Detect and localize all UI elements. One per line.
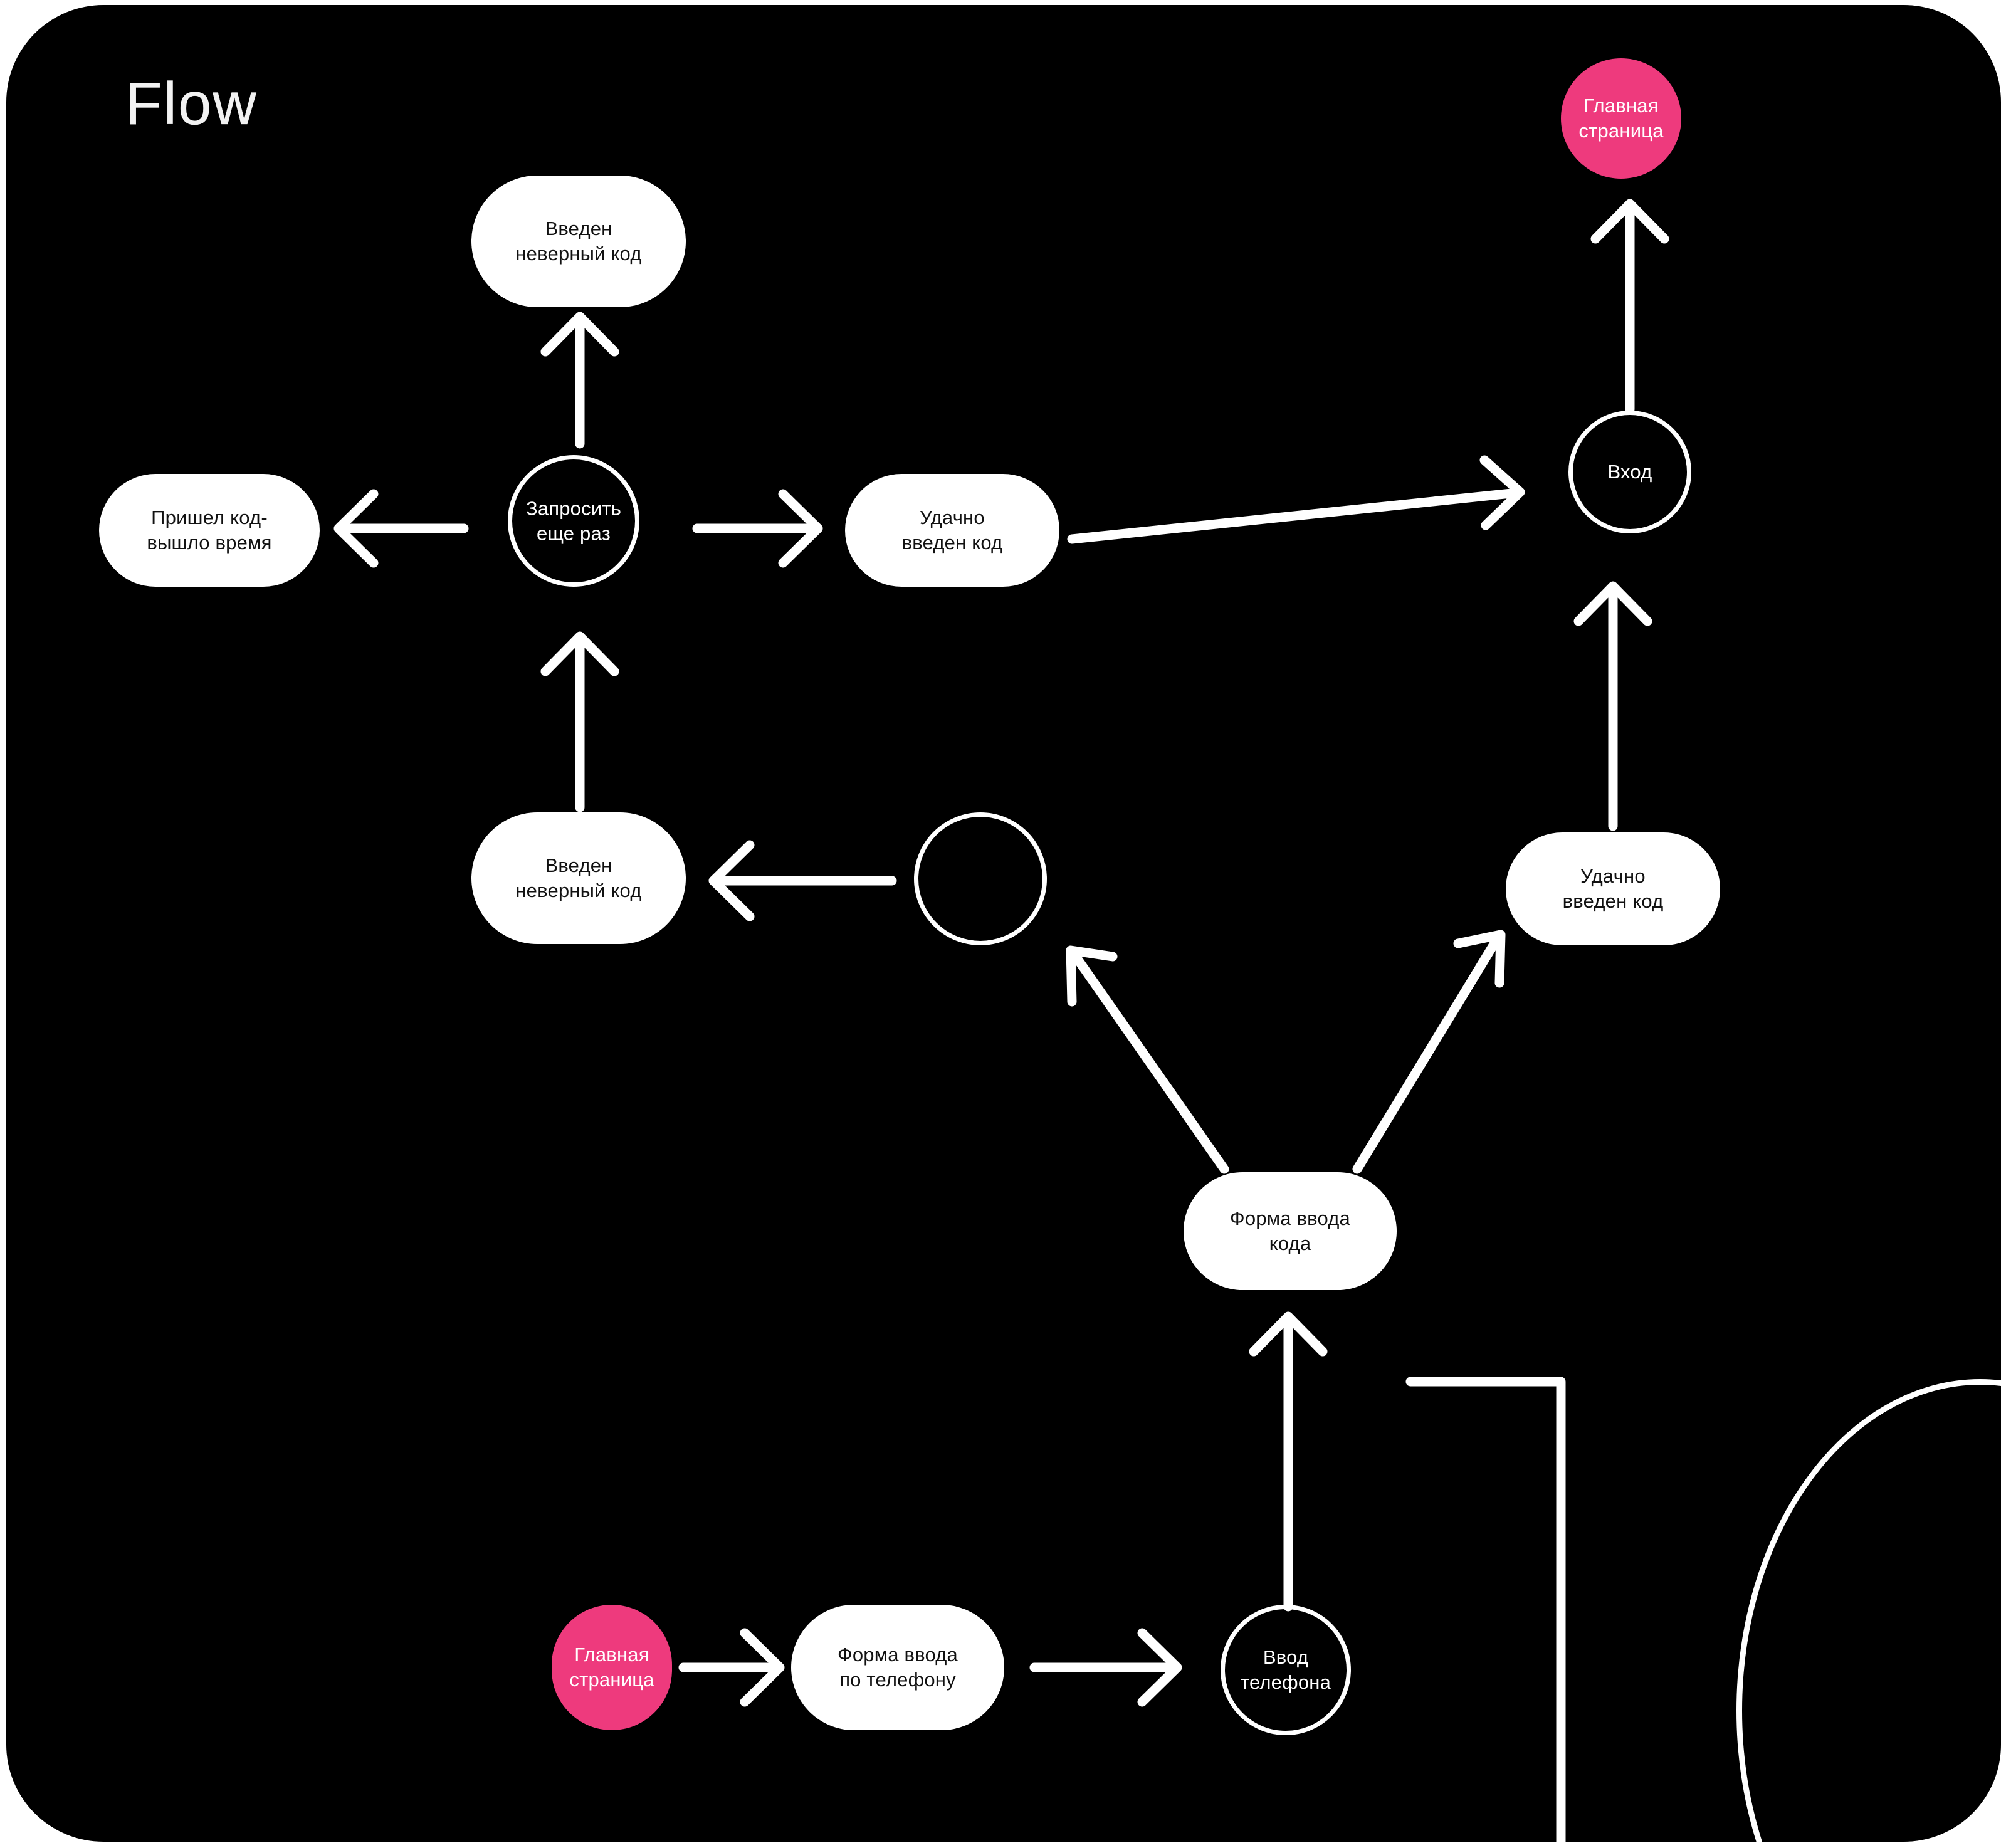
edge-elbow-offscreen xyxy=(1405,1377,1566,1842)
node-label: Главная страница xyxy=(569,1644,654,1691)
edge-code-ok-top-to-login xyxy=(1067,455,1525,544)
node-label: Введен неверный код xyxy=(515,218,642,265)
node-label: Главная страница xyxy=(1578,95,1664,142)
node-label: Запросить еще раз xyxy=(525,497,622,544)
edge-code-ok-right-to-login xyxy=(1573,581,1652,831)
node-home-top[interactable]: Главная страница xyxy=(1561,58,1681,179)
node-code-form[interactable]: Форма ввода кода xyxy=(1184,1172,1397,1290)
node-label: Введен неверный код xyxy=(515,854,642,901)
node-label: Форма ввода по телефону xyxy=(838,1644,958,1691)
edge-wrong-code-mid-to-request-again xyxy=(540,631,619,812)
node-code-expired[interactable]: Пришел код- вышло время xyxy=(99,474,320,587)
node-wrong-code-top[interactable]: Введен неверный код xyxy=(471,176,686,307)
edge-request-again-to-code-expired xyxy=(333,489,469,568)
edge-code-form-to-unnamed-check xyxy=(1066,945,1229,1174)
edge-phone-form-to-phone-input xyxy=(1029,1628,1182,1707)
node-wrong-code-mid[interactable]: Введен неверный код xyxy=(471,812,686,944)
node-code-ok-top[interactable]: Удачно введен код xyxy=(845,474,1059,587)
node-phone-form[interactable]: Форма ввода по телефону xyxy=(791,1605,1004,1730)
edge-phone-input-to-code-form xyxy=(1249,1311,1328,1612)
flow-canvas[interactable]: Flow xyxy=(6,5,2001,1842)
node-label: Удачно введен код xyxy=(1562,865,1664,912)
node-home-bottom[interactable]: Главная страница xyxy=(552,1605,672,1730)
edge-request-again-to-wrong-code-top xyxy=(540,312,619,449)
node-label: Пришел код- вышло время xyxy=(147,507,272,554)
edge-unnamed-check-to-wrong-code-mid xyxy=(708,840,897,921)
node-label: Удачно введен код xyxy=(901,507,1003,554)
node-request-again[interactable]: Запросить еще раз xyxy=(508,455,639,587)
node-code-ok-right[interactable]: Удачно введен код xyxy=(1506,832,1720,945)
edge-request-again-to-code-ok-top xyxy=(692,489,823,568)
page-title: Flow xyxy=(125,70,258,137)
node-unnamed-check[interactable] xyxy=(914,812,1047,945)
node-phone-input[interactable]: Ввод телефона xyxy=(1221,1605,1351,1735)
ghost-oval-shape xyxy=(1736,1379,2001,1842)
edge-code-form-to-code-ok-right xyxy=(1352,930,1506,1174)
edge-login-to-home-top xyxy=(1590,199,1669,414)
node-login[interactable]: Вход xyxy=(1568,411,1691,533)
node-label: Вход xyxy=(1607,461,1652,483)
node-label: Форма ввода кода xyxy=(1230,1207,1350,1254)
node-label: Ввод телефона xyxy=(1240,1646,1331,1693)
edge-home-bottom-to-phone-form xyxy=(678,1628,785,1707)
